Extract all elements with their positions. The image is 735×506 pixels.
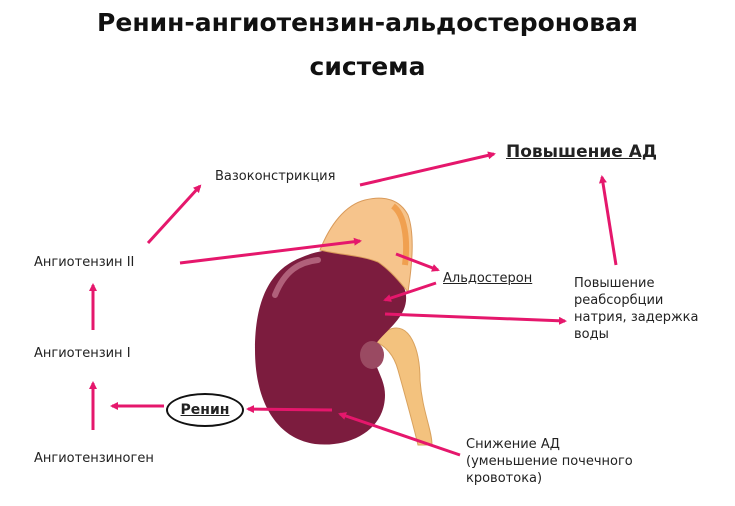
arrows bbox=[89, 151, 618, 457]
arrow-reabsorption-to-bp bbox=[598, 175, 618, 266]
kidney bbox=[255, 249, 407, 445]
reabsorption-line: воды bbox=[574, 327, 609, 342]
bp-decrease-line: (уменьшение почечного bbox=[466, 454, 633, 469]
arrow-bp-decrease-to-kidney bbox=[338, 412, 461, 457]
arrow-vasoconstriction-to-bp bbox=[359, 151, 496, 187]
label-renin: Ренин bbox=[166, 393, 244, 427]
label-angiotensin2: Ангиотензин II bbox=[34, 255, 135, 270]
arrow-adrenal-to-aldosterone bbox=[395, 252, 440, 272]
arrow-angiotensin2-to-vasoconstriction bbox=[146, 184, 202, 245]
label-angiotensinogen: Ангиотензиноген bbox=[34, 451, 154, 466]
title-line-2: система bbox=[309, 52, 426, 81]
arrow-kidney-to-reabsorption bbox=[384, 312, 567, 325]
reabsorption-line: натрия, задержка bbox=[574, 310, 699, 325]
bp-decrease-line: Снижение АД bbox=[466, 437, 560, 452]
label-bp-decrease: Снижение АД (уменьшение почечного кровот… bbox=[466, 436, 633, 487]
label-reabsorption: Повышение реабсорбции натрия, задержка в… bbox=[574, 275, 698, 343]
reabsorption-line: Повышение bbox=[574, 276, 655, 291]
label-angiotensin1: Ангиотензин I bbox=[34, 346, 131, 361]
label-aldosterone: Альдостерон bbox=[443, 271, 533, 286]
label-bp-increase: Повышение АД bbox=[506, 142, 658, 162]
label-vasoconstriction: Вазоконстрикция bbox=[215, 169, 336, 184]
arrow-angiotensin2-to-adrenal bbox=[179, 237, 362, 265]
reabsorption-line: реабсорбции bbox=[574, 293, 664, 308]
arrow-aldosterone-to-kidney bbox=[383, 281, 437, 302]
bp-decrease-line: кровотока) bbox=[466, 471, 543, 486]
title-line-1: Ренин-ангиотензин-альдостероновая bbox=[97, 8, 638, 37]
arrow-kidney-to-renin bbox=[246, 405, 333, 414]
